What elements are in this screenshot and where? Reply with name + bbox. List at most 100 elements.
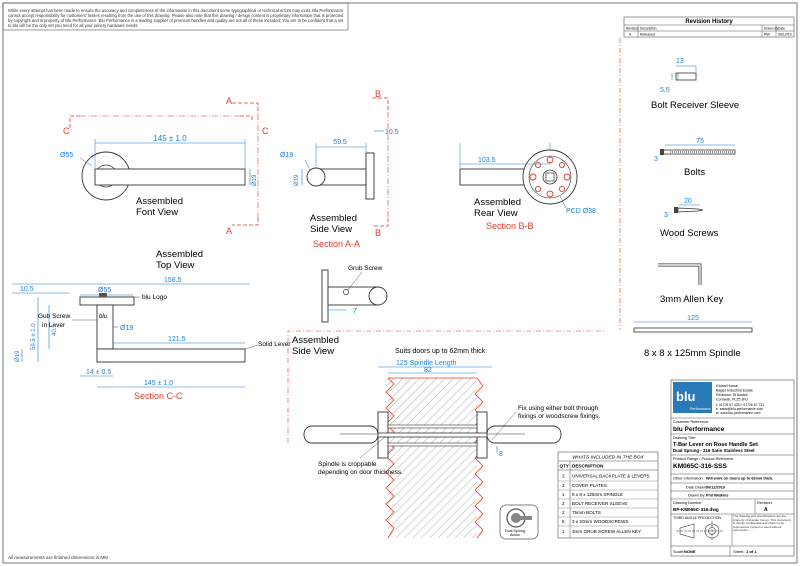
bolts: 75 3 Bolts [654, 138, 736, 178]
side2-fix-note: Fix using either bolt through [518, 405, 599, 412]
bolts-dim-3: 3 [654, 156, 658, 163]
box-contents-table: WHATS INCLUDED IN THE BOX QTY DESCRIPTIO… [557, 451, 659, 539]
section-a-cutline [232, 102, 259, 114]
dual-sprung-label: Action [510, 533, 520, 537]
top-rose [79, 296, 135, 306]
revision-cell: A [629, 33, 632, 37]
revision-header: Description [640, 27, 657, 31]
top-dim-55: Ø55 [98, 287, 111, 294]
address-line: Redmoor, St Austell [716, 393, 748, 397]
drawn-value: Phil Watkins [706, 494, 728, 498]
address-line: Global House [716, 384, 738, 388]
top-neck [96, 304, 114, 350]
rear-view: 103.5 PCD Ø38 Assembled Rear View Sectio… [459, 143, 596, 231]
top-lever-bar [96, 348, 246, 363]
disclaimer-box [2, 2, 349, 31]
revision-title: Revision History [685, 19, 733, 25]
side-lever-end [306, 167, 326, 187]
box-row-qty: 6 [562, 519, 565, 524]
side2-title: Assembled [292, 335, 339, 346]
projection-symbol [676, 521, 724, 541]
section-b-cutline [372, 97, 389, 112]
drawing-title: Dual Sprung - 316 Satin Stainless Steel [673, 448, 755, 453]
top-dim-19v: Ø19 [15, 350, 21, 362]
rear-label: Rear View [474, 208, 518, 219]
date-value: 06/12/2019 [706, 486, 725, 490]
box-row-qty: 2 [562, 474, 565, 479]
side-view: B B 59.5 10.5 Ø19 Ø19 Assembled Side Vie… [280, 89, 399, 249]
section-a-label: Section A-A [313, 239, 360, 249]
side2-spindle-length: 125 Spindle Length [396, 360, 456, 367]
section-c-mark: C [262, 126, 269, 136]
spindle: 125 8 x 8 x 125mm Spindle [633, 315, 753, 359]
box-row-qty: 2 [562, 510, 565, 515]
installed-lever-right [486, 425, 562, 444]
top-dim-1585: 158.5 [164, 277, 182, 284]
wood-name: Wood Screws [660, 228, 719, 239]
dual-sprung-label: Dual Sprung [505, 529, 525, 533]
side-dim-19v: Ø19 [294, 174, 300, 186]
wood-dim-3: 3 [664, 212, 668, 219]
side2-dim-82: 82 [424, 367, 432, 374]
box-title: WHATS INCLUDED IN THE BOX [572, 455, 644, 461]
drawing-title-label: Drawing Title: [673, 436, 696, 440]
revision-value: A [764, 507, 768, 513]
customer-label: Customer Reference: [673, 420, 709, 424]
other-label: Other Information: [673, 477, 704, 481]
side-label: Assembled [310, 213, 357, 224]
contact-line: w: www.blu-performance.com [716, 411, 761, 415]
box-row-desc: 8 x 8 x 125mm SPINDLE [572, 492, 623, 497]
drawn-label: Drawn By: [688, 494, 706, 498]
box-rows: 2 UNIVERSAL BACKPLATE & LEVERS 2 COVER P… [558, 474, 658, 534]
number-label: Drawing Number: [673, 501, 703, 505]
revision-header: Revision [626, 27, 639, 31]
grub-screw-detail: Grub Screw 7 [321, 265, 388, 323]
section-b-mark: B [375, 228, 381, 238]
grub-dim-7: 7 [353, 308, 357, 315]
front-label: Font View [136, 207, 178, 218]
brand-sub: Performance [690, 407, 711, 411]
top-dim-1215: 121.5 [168, 336, 186, 343]
revision-history-table: Revision History Revision Description Dr… [623, 16, 795, 38]
date-label: Date Drawn: [686, 486, 707, 490]
top-dim-145: 145 ± 1.0 [144, 380, 173, 387]
revision-header: Date [778, 27, 785, 31]
bolts-name: Bolts [684, 167, 705, 178]
section-a-mark: A [226, 96, 232, 106]
side2-dim-8: 8 [499, 451, 503, 458]
top-view: Assembled Top View 158.5 10.5 Ø55 blu Lo… [12, 249, 291, 401]
section-c-mark: C [63, 126, 70, 136]
bolts-dim-75: 75 [696, 138, 704, 145]
measurement-footnote: All measurements are finished dimensions… [8, 555, 109, 560]
side2-fix-note: fixings or woodscrew fixings. [518, 413, 601, 420]
section-b-mark: B [375, 89, 381, 99]
top-title: Top View [156, 260, 195, 271]
parts-column: 13 5.5 Bolt Receiver Sleeve 75 3 Bolts 2… [619, 38, 753, 359]
side-label: Side View [310, 224, 352, 235]
front-lever [94, 168, 246, 186]
top-gub-screw: in Lever [42, 322, 66, 329]
box-row-desc: 75mm BOLTS [572, 510, 601, 515]
rear-dim-1035: 103.5 [478, 157, 496, 164]
installed-lever-left [303, 425, 379, 444]
address-line: Cornwall, PL25 3NJ [716, 398, 748, 402]
brand-logo [673, 382, 712, 413]
sheet-label: Sheet: [733, 549, 745, 554]
box-header: QTY [560, 464, 569, 469]
section-c-label: Section C-C [134, 391, 183, 401]
product-label: Product Range / Product Reference: [673, 457, 734, 461]
side2-suits: Suits doors up to 62mm thick [395, 348, 486, 355]
wood-dim-20: 20 [684, 198, 692, 205]
sleeve-dim-13: 13 [676, 58, 684, 65]
side2-crop-note: Spindle is croppable [318, 461, 377, 468]
top-dim-14: 14 ± 0.5 [86, 369, 111, 376]
top-solid-lever: Solid Lever [258, 341, 291, 348]
side-rose [365, 152, 375, 200]
disclaimer-text: While every attempt has been made to ens… [8, 8, 344, 28]
box-row-qty: 2 [562, 483, 565, 488]
revision-cell: 06/12/19 [778, 33, 792, 37]
top-dim-405: 40.5 [52, 324, 58, 336]
side-dim-dia19: Ø19 [280, 152, 293, 159]
top-gub-screw: Gub Screw [38, 313, 70, 320]
contact-line: t: 01726 67 425 f: 01726 67 731 [716, 403, 764, 407]
